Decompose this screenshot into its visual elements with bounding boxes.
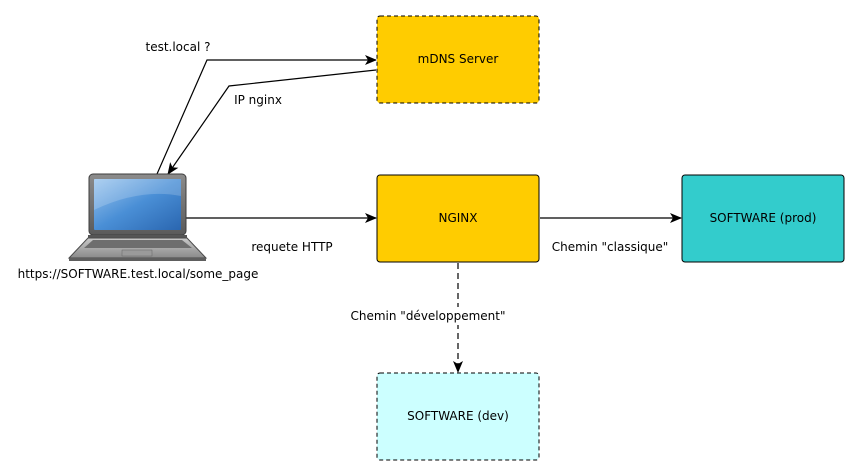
node-mdns-box <box>376 15 540 104</box>
laptop-front-edge <box>69 258 206 261</box>
node-mdns: mDNS Server <box>376 15 540 104</box>
laptop-touchpad <box>121 249 153 257</box>
node-nginx-label: NGINX <box>438 211 477 225</box>
node-prod-label: SOFTWARE (prod) <box>710 211 817 225</box>
node-prod-box <box>681 174 845 263</box>
edge-dev: Chemin "développement" <box>346 263 508 373</box>
edge-query-label: test.local ? <box>145 40 210 54</box>
node-dev-label: SOFTWARE (dev) <box>407 409 509 423</box>
edge-reply: IP nginx <box>167 69 377 175</box>
edge-dev-label: Chemin "développement" <box>350 309 505 323</box>
edge-classic-label: Chemin "classique" <box>552 240 669 254</box>
node-nginx-box <box>376 174 540 263</box>
laptop-caption: https://SOFTWARE.test.local/some_page <box>18 267 259 281</box>
node-nginx: NGINX <box>376 174 540 263</box>
node-dev: SOFTWARE (dev) <box>376 372 540 461</box>
edge-query-line <box>156 55 377 175</box>
edge-query: test.local ? <box>145 40 377 175</box>
edge-dev-label-bg <box>346 307 508 325</box>
edge-classic: Chemin "classique" <box>540 213 682 254</box>
laptop-hinge <box>88 235 187 238</box>
edge-http-label: requete HTTP <box>251 240 332 254</box>
node-dev-box <box>376 372 540 461</box>
laptop-screen-glare <box>94 179 181 210</box>
laptop-icon <box>67 173 208 261</box>
laptop-keyboard <box>84 240 192 248</box>
edge-reply-line <box>167 69 377 175</box>
edge-reply-label: IP nginx <box>234 93 282 107</box>
node-mdns-label: mDNS Server <box>418 52 499 66</box>
edge-http: requete HTTP <box>186 213 377 254</box>
node-prod: SOFTWARE (prod) <box>681 174 845 263</box>
laptop-screen <box>94 179 181 230</box>
